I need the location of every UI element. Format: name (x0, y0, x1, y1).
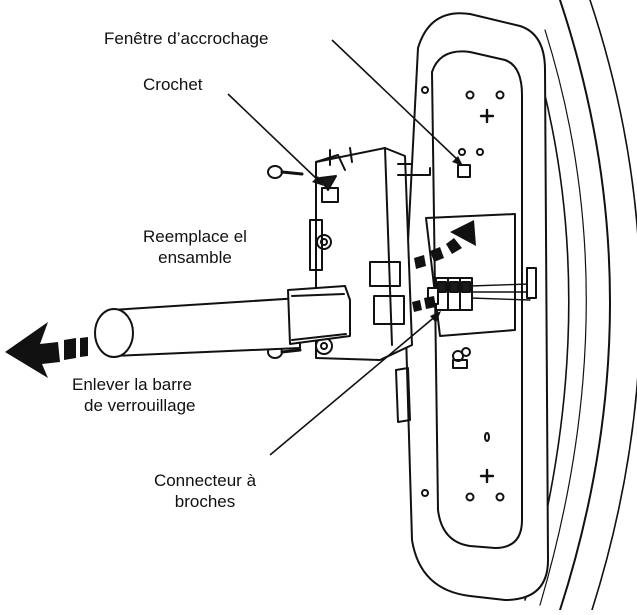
door-outer-curve (559, 0, 611, 611)
side-slot (395, 367, 411, 423)
plate-hole (495, 90, 505, 100)
plate-hole (458, 148, 466, 156)
label-remove-bar: Enlever la barre de verrouillage (72, 374, 196, 416)
hanging-window (457, 164, 471, 178)
leader-arrowhead (312, 176, 324, 186)
label-pin-connector-line1: Connecteur à (153, 471, 257, 490)
plate-hole (484, 432, 490, 442)
lock-bar (94, 285, 351, 358)
plate-hole (465, 90, 475, 100)
remove-arrow (5, 322, 88, 378)
label-pin-connector-line2: broches (174, 492, 236, 511)
replace-arrow (412, 220, 476, 312)
plate-screw (461, 347, 471, 357)
label-replace-assembly: Reemplace el ensamble (120, 226, 270, 268)
label-hook: Crochet (143, 75, 203, 94)
plus-mark (479, 468, 495, 484)
screw-top (267, 165, 304, 179)
door-inner-curve-2 (539, 29, 587, 606)
connector-wires (469, 283, 531, 301)
leader-hanging-window (331, 39, 461, 163)
plate-hole (421, 86, 429, 94)
label-remove-bar-line1: Enlever la barre (72, 375, 193, 394)
label-pin-connector: Connecteur à broches (130, 470, 280, 512)
plate-hole (421, 489, 429, 497)
leader-pin-connector (269, 314, 438, 456)
plate-hole (465, 492, 475, 502)
leader-arrowhead (430, 311, 441, 323)
plate-screw-base (452, 359, 468, 369)
label-replace-assembly-line1: Reemplace el (143, 227, 247, 246)
label-hanging-window: Fenêtre d’accrochage (104, 29, 269, 48)
side-tab (526, 267, 537, 299)
leader-arrowhead (452, 156, 463, 166)
label-remove-bar-line2: de verrouillage (84, 396, 196, 415)
door-panel (404, 12, 549, 601)
pin-connector (427, 277, 473, 311)
mounting-plate (431, 50, 523, 549)
plus-mark (479, 108, 495, 124)
door-outer-curve-2 (589, 0, 637, 611)
label-replace-assembly-line2: ensamble (158, 248, 232, 267)
leader-hook (227, 93, 321, 183)
plate-hole (495, 492, 505, 502)
plate-hole (476, 148, 484, 156)
